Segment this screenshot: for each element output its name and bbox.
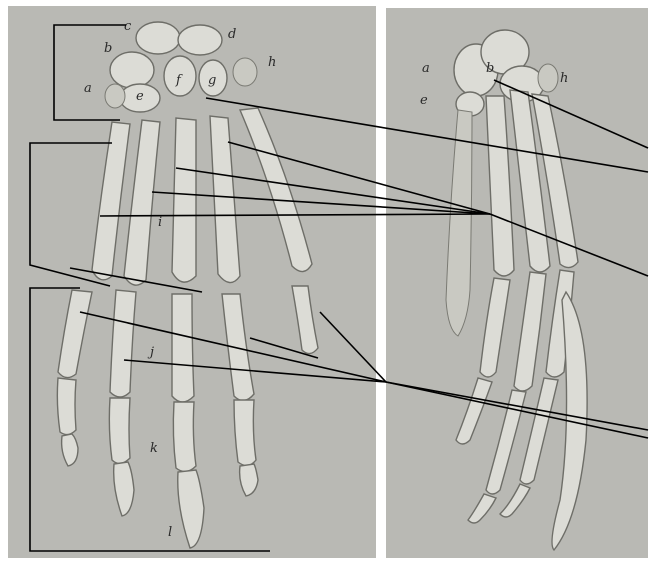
- label-h: h: [268, 55, 276, 70]
- label-e-right: e: [420, 93, 428, 108]
- label-a-right: a: [422, 61, 430, 76]
- label-e: e: [136, 89, 144, 104]
- label-l: l: [168, 525, 172, 540]
- label-i: i: [158, 215, 162, 230]
- label-b: b: [104, 41, 112, 56]
- label-c: c: [124, 19, 132, 34]
- label-b-right: b: [486, 61, 494, 76]
- label-a: a: [84, 81, 92, 96]
- label-k: k: [150, 441, 158, 456]
- label-g: g: [208, 73, 216, 88]
- label-h-right: h: [560, 71, 568, 86]
- label-d: d: [228, 27, 236, 42]
